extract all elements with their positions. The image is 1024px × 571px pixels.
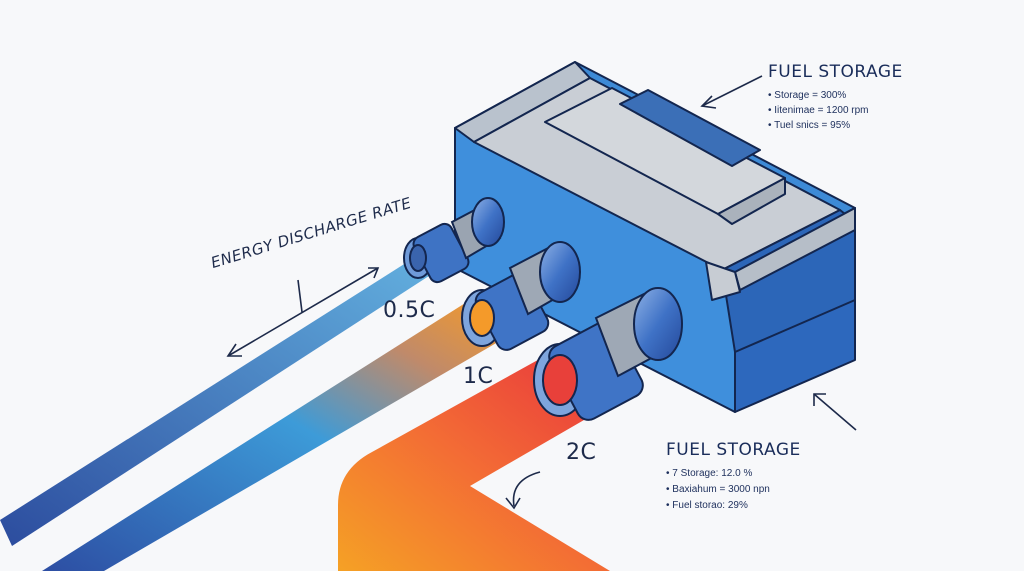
- arrow-down-icon: [505, 471, 541, 510]
- callout-item: Fuel storao: 29%: [666, 498, 801, 514]
- callout-title: FUEL STORAGE: [666, 440, 801, 460]
- callout-list: Storage = 300% Iitenimae = 1200 rpm Tuel…: [768, 88, 903, 133]
- flow-band-2c: [338, 356, 610, 571]
- callout-title: FUEL STORAGE: [768, 62, 903, 82]
- callout-item: 7 Storage: 12.0 %: [666, 466, 801, 482]
- callout-fuel-storage-top: FUEL STORAGE Storage = 300% Iitenimae = …: [768, 62, 903, 133]
- callout-item: Baxiahum = 3000 npn: [666, 482, 801, 498]
- rate-label-2c: 2C: [566, 440, 597, 465]
- fitting-1c: [461, 241, 581, 351]
- fitting-2c: [533, 287, 683, 421]
- callout-list: 7 Storage: 12.0 % Baxiahum = 3000 npn Fu…: [666, 466, 801, 514]
- callout-item: Iitenimae = 1200 rpm: [768, 103, 903, 118]
- rate-label-0.5c: 0.5C: [383, 298, 436, 323]
- discharge-rate-axis: [226, 267, 380, 357]
- rate-label-1c: 1C: [463, 364, 494, 389]
- callout-item: Tuel snics = 95%: [768, 118, 903, 133]
- callout-fuel-storage-bottom: FUEL STORAGE 7 Storage: 12.0 % Baxiahum …: [666, 440, 801, 514]
- arrow-left-icon: [700, 75, 763, 109]
- callout-item: Storage = 300%: [768, 88, 903, 103]
- unit-display-window: [619, 89, 761, 167]
- flow-band-0.5c: [0, 254, 432, 546]
- flow-band-1c: [42, 300, 498, 571]
- fitting-0.5c: [403, 197, 505, 284]
- fuel-storage-unit: [454, 61, 856, 413]
- arrow-down-left-icon: [813, 393, 857, 431]
